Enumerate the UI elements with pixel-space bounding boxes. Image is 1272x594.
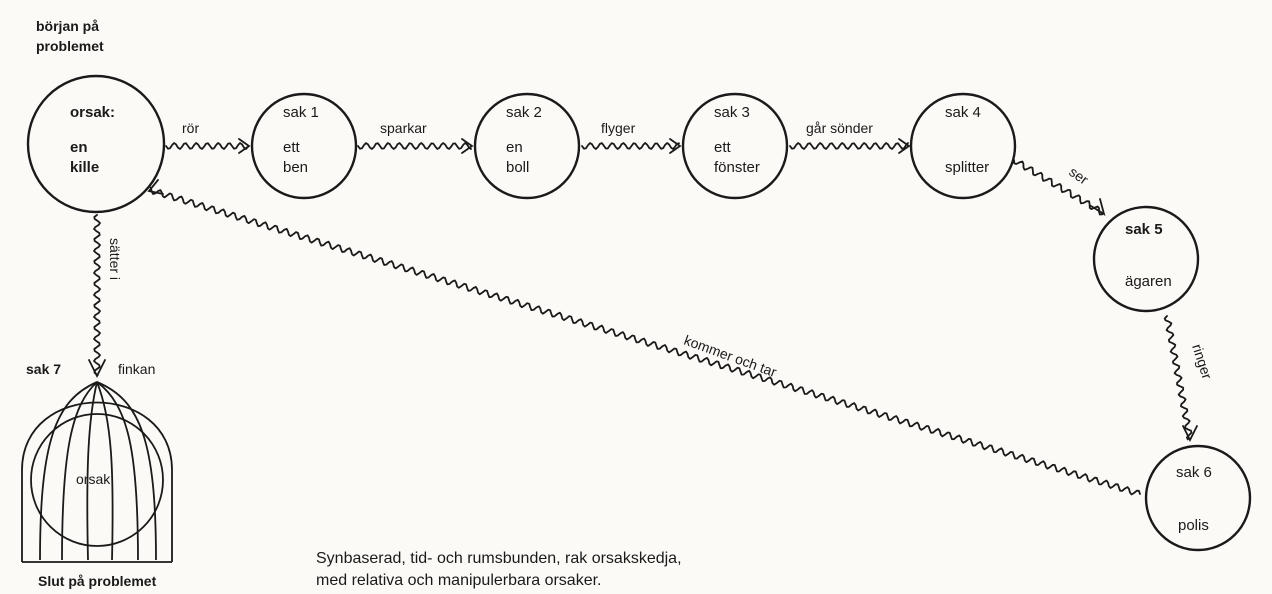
arrowhead-sak1 <box>238 138 251 154</box>
edge-sak4-to-sak5 <box>1013 159 1104 216</box>
cage-outer-dome <box>21 401 173 562</box>
end-label: Slut på problemet <box>38 573 157 589</box>
cage-drawing <box>21 381 173 563</box>
cage-sak-label: sak 7 <box>26 361 61 377</box>
cage-bar-3 <box>86 381 98 561</box>
node-sak5-line-2: ägaren <box>1125 273 1172 290</box>
node-sak4-title: sak 4 <box>945 104 981 121</box>
node-sak6-line-2: polis <box>1178 517 1209 534</box>
edge-label-gar-sonder: går sönder <box>806 120 873 136</box>
node-sak6 <box>1144 444 1252 552</box>
node-sak1-line-3: ben <box>283 159 308 176</box>
node-sak1-line-2: ett <box>283 139 301 156</box>
caption-line-2: med relativa och manipulerbara orsaker. <box>316 572 601 589</box>
node-sak1 <box>250 92 358 200</box>
arrowhead-orsak-return <box>147 179 164 195</box>
edge-orsak-to-sak1 <box>165 142 249 150</box>
node-sak5-title: sak 5 <box>1125 221 1163 238</box>
cage-inner-circle <box>30 413 164 547</box>
edge-sak5-to-sak6 <box>1163 315 1193 441</box>
node-sak2 <box>473 92 581 200</box>
node-sak4-line-2: splitter <box>945 159 989 176</box>
arrowhead-sak3 <box>669 138 682 154</box>
edge-label-ror: rör <box>182 120 199 136</box>
node-sak3 <box>681 92 789 200</box>
edge-sak2-to-sak3 <box>581 142 680 150</box>
node-orsak-line-3: kille <box>70 159 99 176</box>
edge-sak3-to-sak4 <box>789 142 909 150</box>
node-sak2-line-2: en <box>506 139 523 156</box>
edge-sak6-to-orsak <box>149 186 1141 496</box>
node-orsak-line-2: en <box>70 139 88 156</box>
start-label-line-1: början på <box>36 18 99 34</box>
node-sak2-title: sak 2 <box>506 104 542 121</box>
cage-bar-2 <box>61 381 98 561</box>
cage-bar-5 <box>96 381 139 561</box>
node-orsak <box>26 74 166 214</box>
edge-label-ringer: ringer <box>1189 342 1215 381</box>
node-sak5 <box>1092 205 1200 313</box>
node-sak2-line-3: boll <box>506 159 529 176</box>
edge-label-satter-i: sätter i <box>107 238 123 280</box>
arrowhead-cage <box>88 359 106 379</box>
caption-line-1: Synbaserad, tid- och rumsbunden, rak ors… <box>316 550 682 567</box>
arrowhead-sak6 <box>1182 425 1198 443</box>
edge-label-flyger: flyger <box>601 120 636 136</box>
node-sak3-title: sak 3 <box>714 104 750 121</box>
node-sak6-title: sak 6 <box>1176 464 1212 481</box>
cage-bar-4 <box>96 381 114 561</box>
edge-label-ser: ser <box>1066 163 1091 187</box>
arrowhead-sak4 <box>898 138 911 154</box>
node-sak1-title: sak 1 <box>283 104 319 121</box>
node-orsak-title: orsak: <box>70 104 115 121</box>
edge-orsak-to-cage <box>93 214 101 376</box>
cage-inner-label: orsak <box>76 471 111 487</box>
edge-sak1-to-sak2 <box>357 142 472 150</box>
cage-bar-1 <box>39 381 98 561</box>
node-sak3-line-3: fönster <box>714 159 760 176</box>
node-sak4 <box>909 92 1017 200</box>
edge-label-sparkar: sparkar <box>380 120 427 136</box>
arrowhead-sak5 <box>1090 198 1106 216</box>
start-label-line-2: problemet <box>36 38 104 54</box>
node-sak3-line-2: ett <box>714 139 732 156</box>
arrowhead-sak2 <box>461 138 474 154</box>
cage-name-label: finkan <box>118 361 155 377</box>
